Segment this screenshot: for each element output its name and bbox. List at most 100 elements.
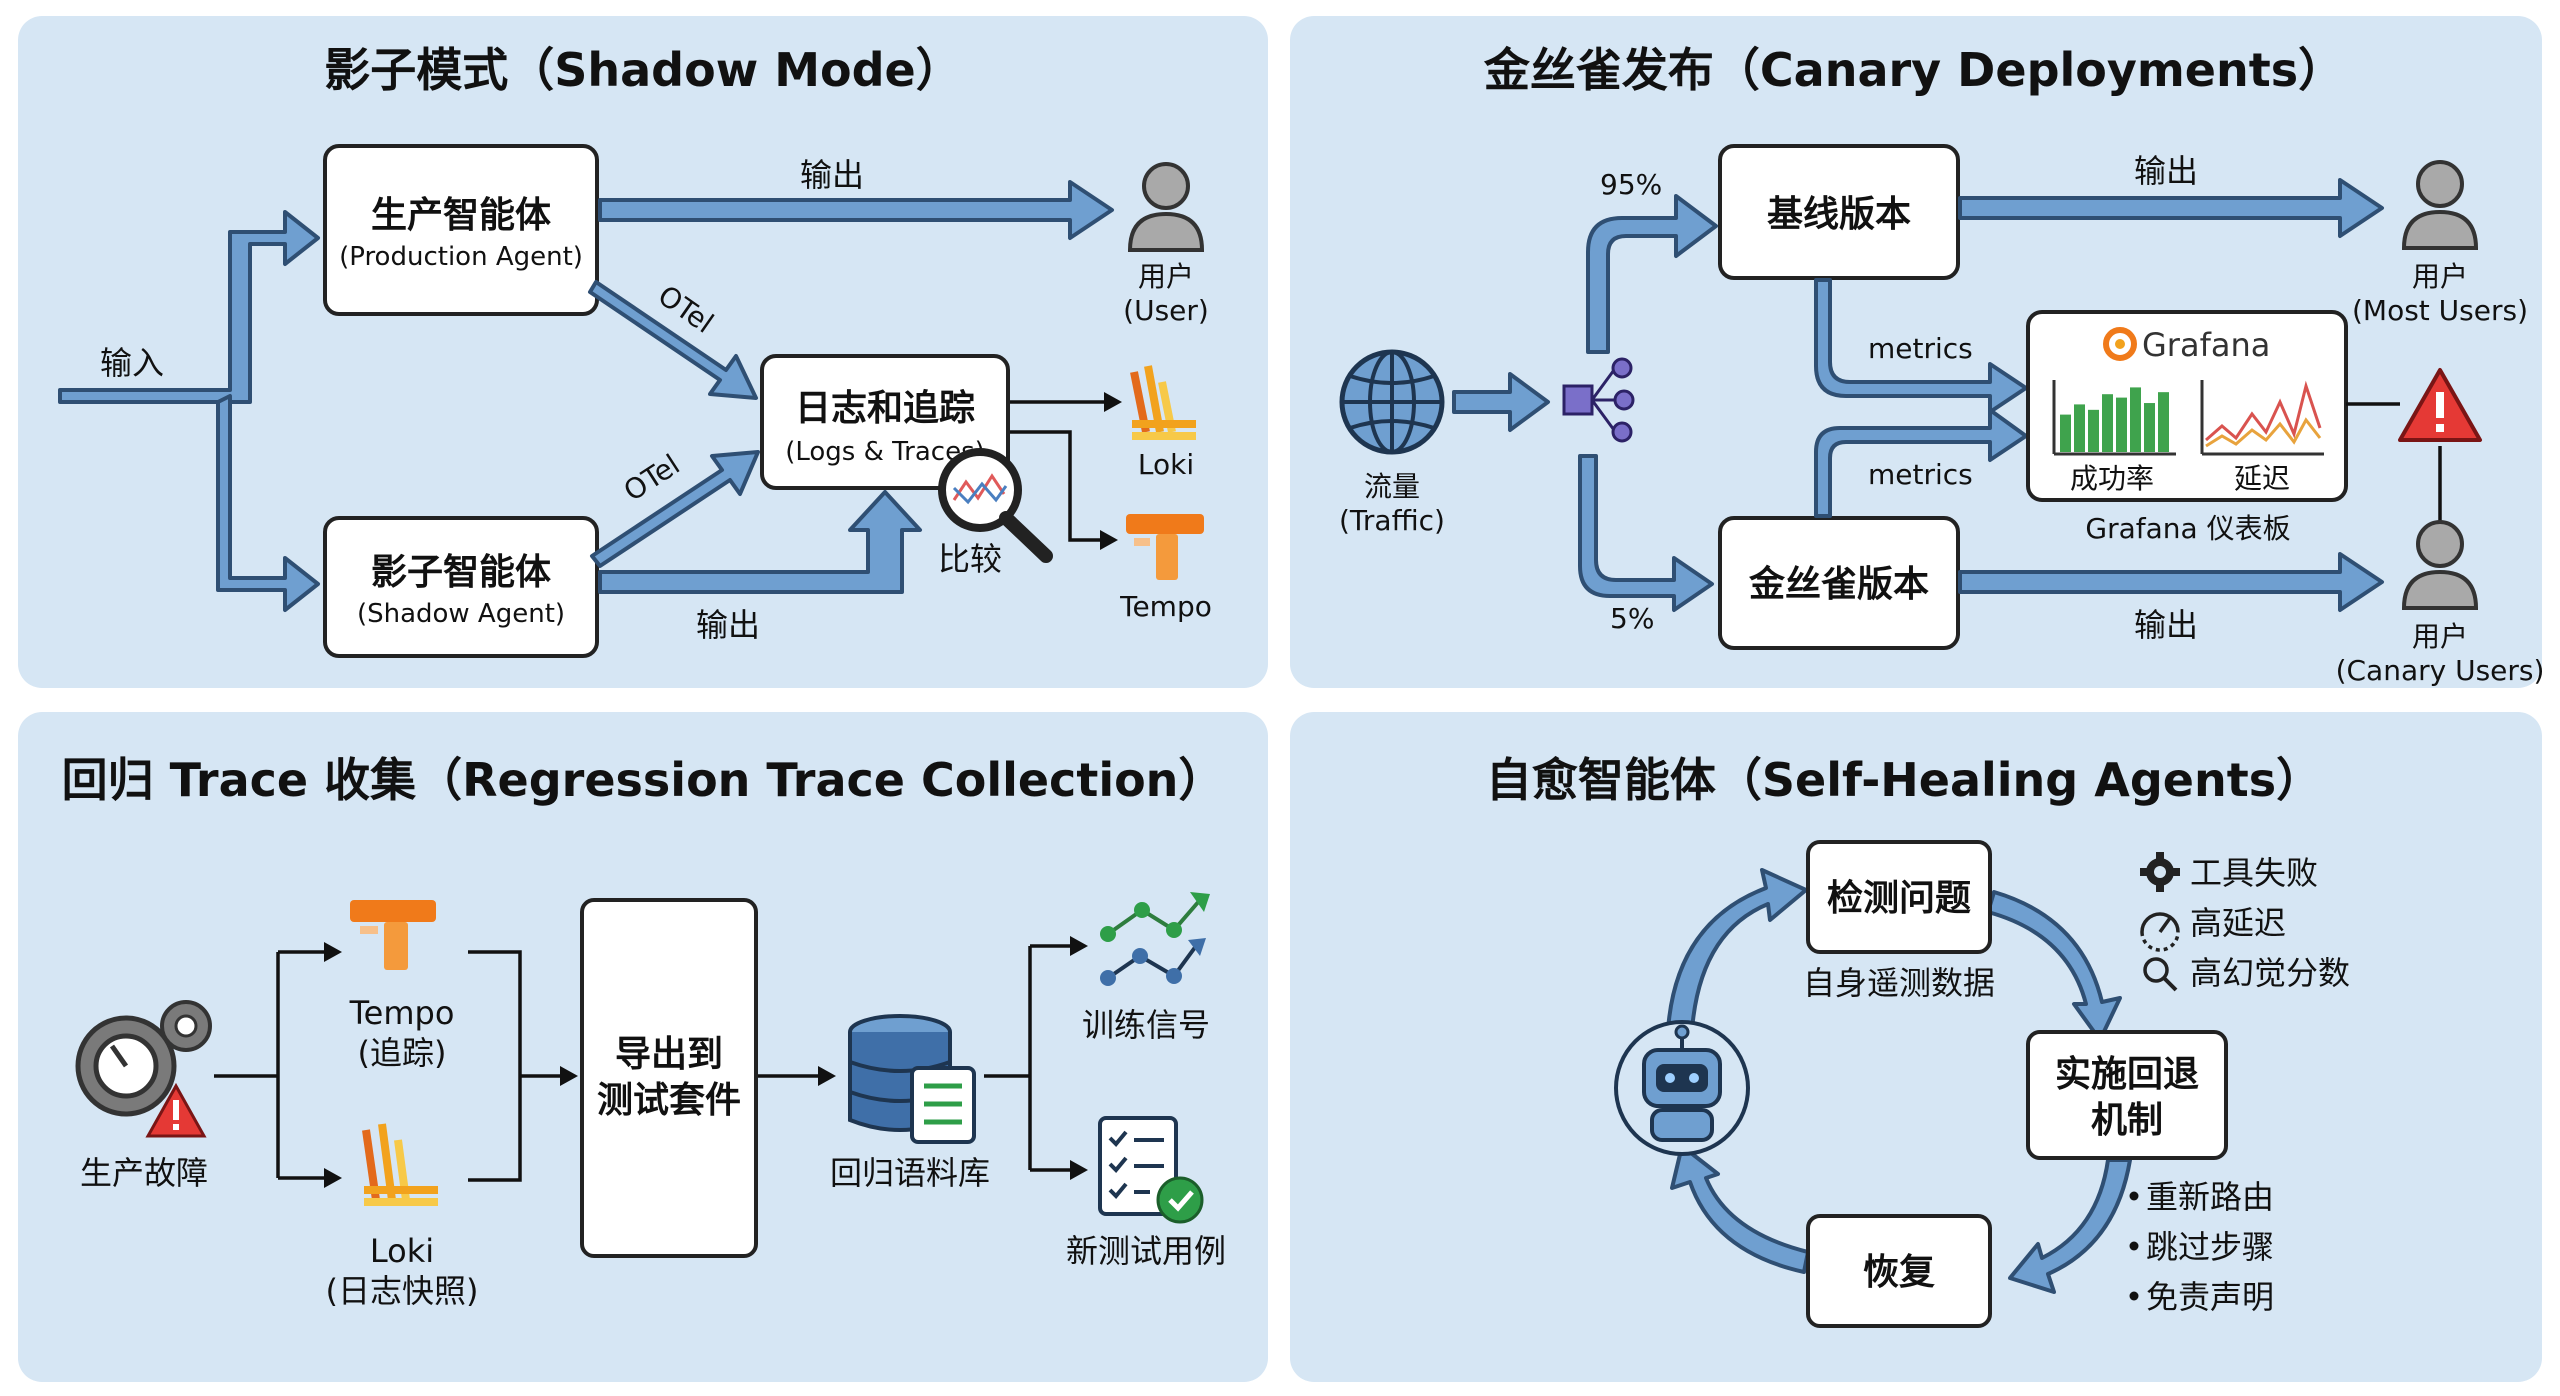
grafana-caption: Grafana 仪表板 bbox=[2085, 512, 2290, 545]
alert-triangle-icon bbox=[2398, 368, 2482, 442]
grafana-logo-text: Grafana bbox=[2142, 326, 2270, 364]
user-most-label: 用户 bbox=[2412, 260, 2468, 293]
user-canary-icon bbox=[2401, 520, 2479, 610]
success-rate-bar bbox=[2074, 404, 2085, 452]
production-agent-title: 生产智能体 bbox=[371, 195, 551, 236]
traffic-arrow bbox=[1452, 372, 1550, 432]
user-canary-label: 用户 bbox=[2412, 620, 2468, 653]
compare-magnifier-icon bbox=[938, 448, 1053, 563]
branch-arrow-5 bbox=[1578, 454, 1714, 612]
splitter-icon bbox=[1562, 357, 1635, 443]
action-reroute-item: 重新路由 bbox=[2129, 1178, 2274, 1216]
training-signal-icon bbox=[1100, 892, 1210, 986]
traffic-globe-icon bbox=[1339, 349, 1445, 455]
detect-issue-box: 检测问题 bbox=[1806, 840, 1992, 954]
issue-hallucination-item: 高幻觉分数 bbox=[2143, 954, 2350, 992]
issue-hallucination: 高幻觉分数 bbox=[2190, 954, 2350, 992]
traffic-sub: (Traffic) bbox=[1339, 504, 1445, 537]
canary-output-arrow-bottom bbox=[1958, 552, 2384, 612]
output-arrow-bottom bbox=[598, 490, 922, 594]
canary-output-label-bottom: 输出 bbox=[2134, 606, 2198, 644]
grafana-dashboard: Grafana 成功率 延迟 bbox=[2026, 310, 2348, 502]
canary-title: 金丝雀发布（Canary Deployments） bbox=[1483, 43, 2344, 97]
corpus-fork-connector bbox=[984, 936, 1088, 1180]
shadow-agent-sub: (Shadow Agent) bbox=[357, 599, 565, 629]
canary-version-box: 金丝雀版本 bbox=[1718, 516, 1960, 650]
latency-line-chart bbox=[2205, 380, 2322, 448]
export-to-corpus-arrow bbox=[758, 1066, 836, 1086]
export-line-2: 测试套件 bbox=[597, 1080, 741, 1121]
production-agent-box: 生产智能体 (Production Agent) bbox=[323, 144, 599, 316]
branch-arrow-95 bbox=[1586, 194, 1718, 354]
success-rate-bar bbox=[2102, 394, 2113, 452]
logs-traces-box: 日志和追踪 (Logs & Traces) bbox=[760, 354, 1010, 490]
shadow-agent-box: 影子智能体 (Shadow Agent) bbox=[323, 516, 599, 658]
training-signal-label: 训练信号 bbox=[1082, 1006, 1210, 1044]
success-rate-bar bbox=[2130, 387, 2141, 452]
export-test-suite-box: 导出到 测试套件 bbox=[580, 898, 758, 1258]
panel-self-healing bbox=[1290, 712, 2542, 1382]
logs-to-tempo-arrow bbox=[1010, 430, 1118, 550]
canary-output-label-top: 输出 bbox=[2134, 152, 2198, 190]
regression-tempo-icon bbox=[350, 900, 436, 970]
baseline-box: 基线版本 bbox=[1718, 144, 1960, 280]
logs-traces-title: 日志和追踪 bbox=[795, 388, 975, 429]
recover-title: 恢复 bbox=[1863, 1252, 1935, 1293]
merge-connector bbox=[468, 950, 578, 1182]
tempo-label: Tempo bbox=[1119, 590, 1212, 623]
user-canary-sub: (Canary Users) bbox=[2336, 654, 2545, 687]
regression-corpus-label: 回归语料库 bbox=[830, 1154, 990, 1192]
regression-loki-label: Loki bbox=[370, 1232, 434, 1270]
regression-loki-icon bbox=[362, 1123, 438, 1206]
grafana-logo-icon bbox=[2103, 327, 2137, 361]
production-fault-gear-icon bbox=[75, 1000, 212, 1138]
production-agent-sub: (Production Agent) bbox=[339, 242, 583, 272]
production-fault-label: 生产故障 bbox=[80, 1154, 208, 1192]
logs-to-loki-arrow bbox=[1010, 392, 1122, 412]
input-arrow bbox=[58, 210, 320, 612]
magnifier-icon bbox=[2143, 957, 2178, 992]
export-line-1: 导出到 bbox=[615, 1034, 723, 1075]
action-skip-item: 跳过步骤 bbox=[2129, 1228, 2274, 1266]
issue-high-latency-item: 高延迟 bbox=[2140, 904, 2286, 952]
metrics-arrow-1 bbox=[1814, 278, 2028, 414]
gear-icon bbox=[2140, 852, 2180, 892]
pct-5-label: 5% bbox=[1610, 602, 1654, 635]
success-rate-bar bbox=[2116, 397, 2127, 452]
regression-corpus-database-icon bbox=[848, 1014, 976, 1144]
robot-agent-icon bbox=[1614, 1020, 1750, 1156]
success-rate-label: 成功率 bbox=[2070, 462, 2154, 495]
regression-title: 回归 Trace 收集（Regression Trace Collection） bbox=[62, 753, 1225, 807]
user-most-sub: (Most Users) bbox=[2352, 294, 2528, 327]
latency-label: 延迟 bbox=[2234, 462, 2290, 495]
tempo-icon bbox=[1126, 514, 1204, 580]
issue-high-latency: 高延迟 bbox=[2190, 904, 2286, 942]
success-rate-bar bbox=[2088, 409, 2099, 452]
output-label-bottom: 输出 bbox=[696, 606, 760, 644]
user-label: 用户 bbox=[1138, 260, 1194, 293]
fault-fork-connector bbox=[214, 942, 342, 1188]
rollback-line-2: 机制 bbox=[2091, 1100, 2163, 1141]
metrics-label-2: metrics bbox=[1868, 458, 1973, 491]
issue-tool-failure-item: 工具失败 bbox=[2140, 852, 2318, 892]
output-arrow-top bbox=[598, 180, 1114, 240]
regression-tempo-sub: (追踪) bbox=[358, 1034, 447, 1072]
rollback-box: 实施回退 机制 bbox=[2026, 1030, 2228, 1160]
user-most-icon bbox=[2401, 160, 2479, 250]
success-rate-bar-chart bbox=[2060, 387, 2169, 452]
canary-version-title: 金丝雀版本 bbox=[1748, 563, 1929, 605]
telemetry-label: 自身遥测数据 bbox=[1803, 964, 1995, 1002]
otel-arrow-bottom bbox=[590, 450, 760, 568]
action-reroute: 重新路由 bbox=[2146, 1178, 2274, 1216]
selfheal-title: 自愈智能体（Self-Healing Agents） bbox=[1486, 753, 2322, 807]
detect-issue-title: 检测问题 bbox=[1827, 878, 1971, 919]
compare-label: 比较 bbox=[938, 540, 1002, 578]
success-rate-bar bbox=[2060, 414, 2071, 452]
pct-95-label: 95% bbox=[1600, 168, 1662, 201]
input-label: 输入 bbox=[100, 344, 164, 382]
new-test-cases-checklist-icon bbox=[1098, 1116, 1204, 1224]
action-disclaimer-item: 免责声明 bbox=[2129, 1278, 2274, 1316]
recover-box: 恢复 bbox=[1806, 1214, 1992, 1328]
